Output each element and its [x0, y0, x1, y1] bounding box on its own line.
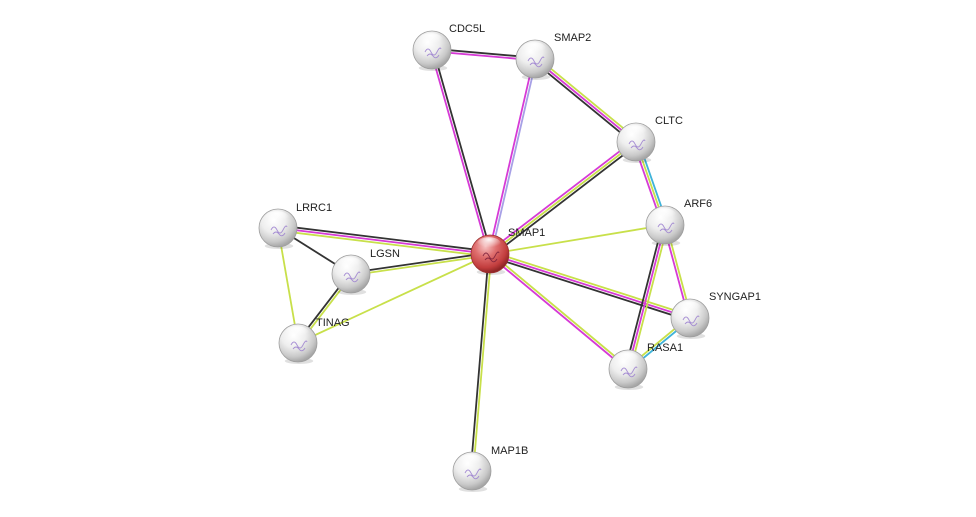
protein-structure-icon [527, 56, 545, 68]
edge-line-textmining [297, 253, 491, 344]
edge-line-experiments [534, 58, 637, 143]
node-rasa1[interactable]: RASA1 [608, 342, 683, 390]
node-label: CLTC [655, 115, 683, 127]
edge-line-coexpression [350, 251, 490, 274]
node-highlight [419, 33, 443, 47]
edge-line-textmining [277, 229, 490, 258]
edge-line-coexpression [432, 49, 493, 254]
edge-smap1-syngap1[interactable] [488, 250, 692, 322]
protein-structure-icon [628, 139, 646, 151]
node-label: MAP1B [491, 445, 528, 457]
node-highlight [522, 42, 546, 56]
edge-smap1-cltc[interactable] [487, 139, 639, 257]
edge-smap1-smap2[interactable] [487, 58, 538, 255]
node-highlight [265, 211, 289, 225]
node-lrrc1[interactable]: LRRC1 [258, 202, 332, 249]
edge-line-experiments [429, 50, 490, 255]
edge-line-homology [490, 59, 538, 255]
node-highlight [338, 257, 362, 271]
edge-line-textmining [351, 254, 491, 277]
edge-line-coexpression [278, 224, 491, 253]
node-lgsn[interactable]: LGSN [331, 248, 400, 295]
edge-line-textmining [472, 254, 493, 472]
edge-line-coexpression [488, 255, 690, 322]
node-label: SYNGAP1 [709, 291, 761, 303]
node-highlight [615, 352, 639, 366]
edge-line-experiments [488, 254, 628, 371]
node-cltc[interactable]: CLTC [616, 115, 683, 163]
edge-smap1-lrrc1[interactable] [277, 224, 491, 258]
edge-line-experiments [489, 253, 691, 319]
node-smap2[interactable]: SMAP2 [515, 32, 591, 80]
node-label: LGSN [370, 248, 400, 260]
node-label: SMAP1 [508, 227, 545, 239]
edge-lrrc1-tinag[interactable] [277, 227, 299, 344]
node-cdc5l[interactable]: CDC5L [412, 23, 485, 71]
edge-line-textmining [277, 227, 299, 344]
protein-structure-icon [424, 47, 442, 59]
protein-structure-icon [482, 251, 500, 263]
edge-line-textmining [489, 141, 637, 255]
node-highlight [623, 125, 647, 139]
node-label: LRRC1 [296, 202, 332, 214]
edge-line-textmining [536, 56, 639, 141]
edge-line-textmining [490, 250, 692, 317]
node-label: CDC5L [449, 23, 485, 35]
protein-structure-icon [657, 222, 675, 234]
node-highlight [677, 301, 701, 315]
node-smap1[interactable]: SMAP1 [470, 227, 545, 275]
protein-structure-icon [270, 225, 288, 237]
edge-smap1-map1b[interactable] [469, 253, 493, 472]
edge-line-experiments [627, 224, 666, 370]
edge-smap1-rasa1[interactable] [488, 252, 630, 371]
edge-line-textmining [489, 224, 666, 255]
node-syngap1[interactable]: SYNGAP1 [670, 291, 761, 339]
node-map1b[interactable]: MAP1B [452, 445, 528, 492]
node-highlight [652, 208, 676, 222]
edge-line-experiments [277, 227, 491, 255]
edge-smap1-cdc5l[interactable] [429, 49, 493, 255]
node-highlight [459, 454, 483, 468]
edge-line-experiments [487, 139, 635, 253]
node-highlight [477, 237, 501, 251]
edge-line-experiments [487, 58, 535, 254]
node-arf6[interactable]: ARF6 [645, 198, 712, 246]
protein-structure-icon [343, 271, 361, 283]
edge-line-coexpression [532, 60, 635, 145]
edge-line-coexpression [491, 143, 639, 257]
node-label: RASA1 [647, 342, 683, 354]
edge-line-textmining [490, 252, 630, 369]
node-label: TINAG [316, 317, 350, 329]
edge-smap1-lgsn[interactable] [350, 251, 491, 277]
node-label: SMAP2 [554, 32, 591, 44]
node-tinag[interactable]: TINAG [278, 317, 350, 364]
protein-structure-icon [620, 366, 638, 378]
protein-structure-icon [290, 340, 308, 352]
node-highlight [285, 326, 309, 340]
protein-structure-icon [682, 315, 700, 327]
node-label: ARF6 [684, 198, 712, 210]
edge-line-coexpression [469, 253, 490, 471]
edge-line-coexpression [624, 224, 664, 369]
edge-smap1-tinag[interactable] [297, 253, 491, 344]
edge-line-textmining [629, 225, 669, 370]
protein-structure-icon [464, 468, 482, 480]
edge-arf6-rasa1[interactable] [624, 224, 669, 370]
edge-smap2-cltc[interactable] [532, 56, 639, 145]
edge-smap1-arf6[interactable] [489, 224, 666, 255]
